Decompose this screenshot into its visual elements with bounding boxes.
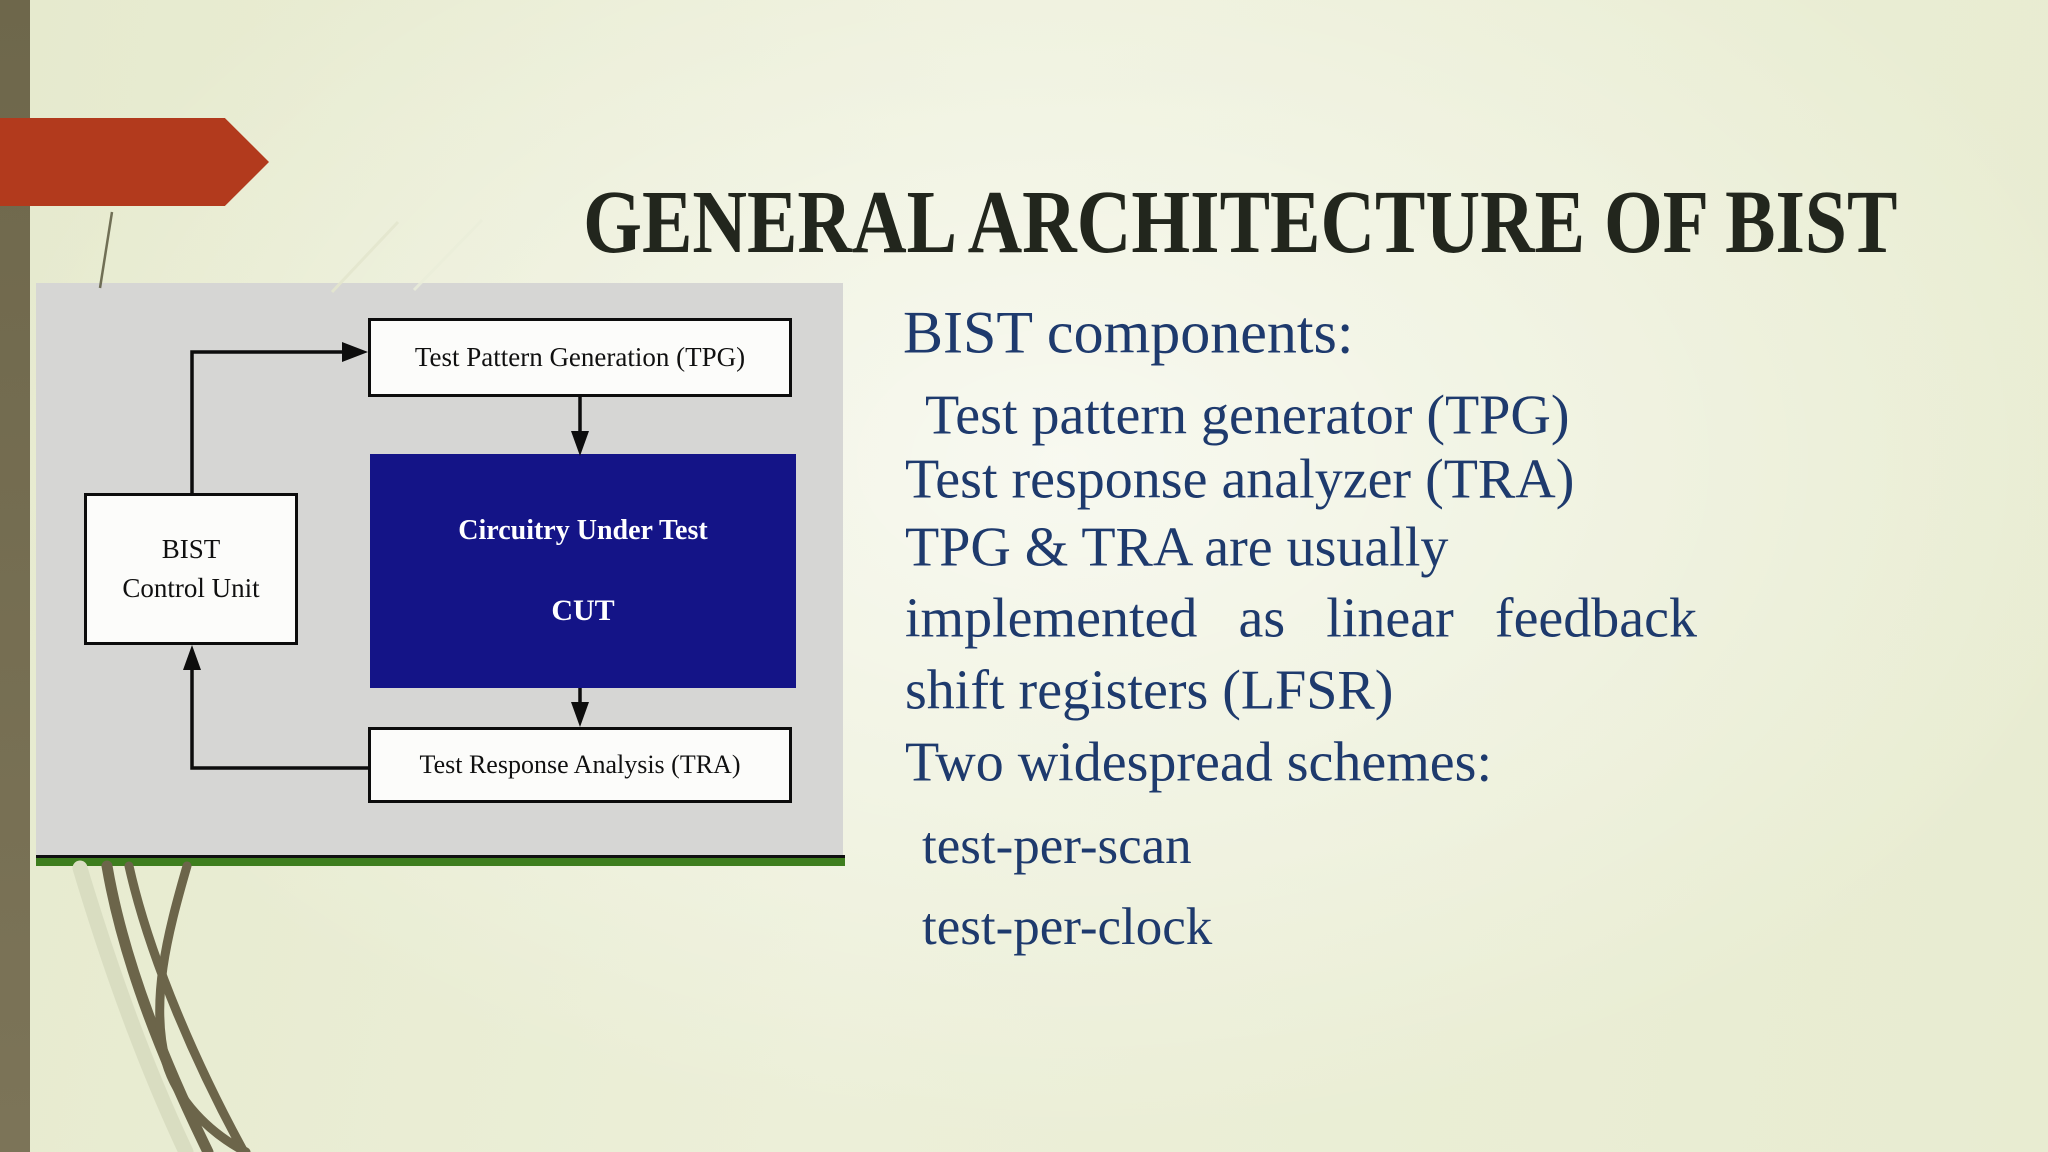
text-line-tpg: Test pattern generator (TPG) [925, 384, 1570, 447]
text-line-shift-registers: shift registers (LFSR) [905, 659, 1394, 722]
text-line-implemented: implemented as linear feedback [905, 587, 1697, 650]
tra-box: Test Response Analysis (TRA) [368, 727, 792, 803]
grass-dark-curve-1 [101, 860, 214, 1152]
bist-box-line1: BIST [161, 534, 221, 564]
grass-dark-curve-2 [124, 861, 249, 1152]
diagram-panel: Test Pattern Generation (TPG) Circuitry … [36, 283, 843, 855]
background-stem-decoration [98, 211, 484, 294]
grass-curves-decoration [72, 860, 251, 1152]
text-line-tra: Test response analyzer (TRA) [905, 448, 1575, 511]
tra-box-label: Test Response Analysis (TRA) [419, 750, 741, 779]
cut-box-abbr: CUT [551, 594, 615, 627]
grass-shadow-curve [72, 860, 194, 1152]
cut-box-title: Circuitry Under Test [458, 515, 708, 546]
red-arrow-banner [0, 118, 269, 206]
text-line-test-per-scan: test-per-scan [922, 817, 1192, 876]
grass-crossing-curve [155, 861, 251, 1152]
text-line-test-per-clock: test-per-clock [922, 898, 1213, 957]
tpg-box-label: Test Pattern Generation (TPG) [414, 342, 746, 372]
text-line-tpg-tra-usually: TPG & TRA are usually [905, 516, 1449, 579]
slide-title: GENERAL ARCHITECTURE OF BIST [458, 175, 1897, 271]
green-underline-bar [36, 855, 845, 866]
tpg-box: Test Pattern Generation (TPG) [368, 318, 792, 397]
text-line-bist-components: BIST components: [903, 299, 1354, 366]
cut-box: Circuitry Under Test CUT [370, 454, 796, 688]
bist-control-unit-box: BIST Control Unit [84, 493, 298, 645]
text-line-two-schemes: Two widespread schemes: [905, 731, 1493, 794]
bist-box-line2: Control Unit [122, 573, 260, 603]
slide-title-text: GENERAL ARCHITECTURE OF BIST [583, 173, 1898, 273]
